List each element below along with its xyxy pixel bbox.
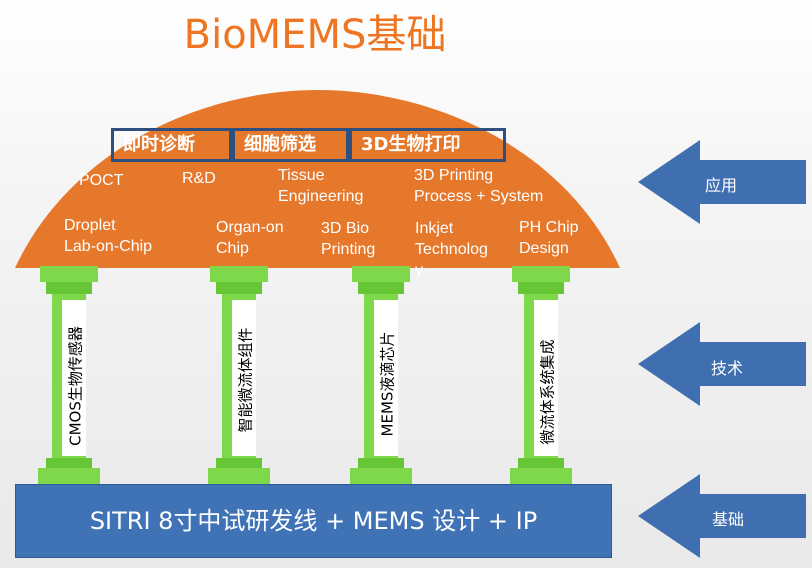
dome (15, 90, 620, 268)
arrow-label-foundation: 基础 (711, 510, 744, 529)
label-bio-1: 3D Bio (321, 220, 370, 237)
pillar-label-microfluidic-integration: 微流体系统集成 (538, 339, 557, 445)
pillar-label-mems-droplet: MEMS液滴芯片 (378, 331, 397, 437)
pillar-2 (208, 266, 270, 484)
label-ph-1: PH Chip (519, 219, 579, 236)
arrow-application (638, 140, 806, 224)
pillar-3 (350, 266, 412, 484)
label-printing-1: 3D Printing (414, 167, 494, 184)
pillar-1 (38, 266, 100, 484)
pillar-4 (510, 266, 572, 484)
label-inkjet-1: Inkjet (415, 220, 454, 237)
pillar-label-cmos: CMOS生物传感器 (66, 326, 85, 446)
arrow-label-technology: 技术 (710, 359, 743, 378)
label-ph-2: Design (519, 240, 569, 257)
label-inkjet-3: y (415, 262, 423, 279)
app-box-3d-bioprinting: 3D生物打印 (349, 128, 506, 162)
label-organ-2: Chip (216, 240, 249, 257)
label-organ-1: Organ-on (216, 219, 284, 236)
label-rd: R&D (182, 170, 216, 187)
label-tissue-1: Tissue (278, 167, 325, 184)
label-bio-2: Printing (321, 241, 376, 258)
label-droplet-2: Lab-on-Chip (64, 238, 153, 255)
foundation-bar: SITRI 8寸中试研发线 + MEMS 设计 + IP (15, 484, 612, 558)
label-inkjet-2: Technolog (415, 241, 488, 258)
arrow-label-application: 应用 (704, 176, 737, 195)
app-box-poct: 即时诊断 (111, 128, 232, 162)
page-title: BioMEMS基础 (183, 12, 447, 58)
label-poct: POCT (79, 172, 124, 189)
arrow-technology (638, 322, 806, 406)
label-printing-2: Process + System (414, 188, 544, 205)
arrow-foundation (638, 474, 806, 558)
label-droplet-1: Droplet (64, 217, 116, 234)
label-tissue-2: Engineering (278, 188, 364, 205)
app-box-cell-screening: 细胞筛选 (232, 128, 349, 162)
pillar-label-microfluidic-components: 智能微流体组件 (236, 327, 255, 433)
